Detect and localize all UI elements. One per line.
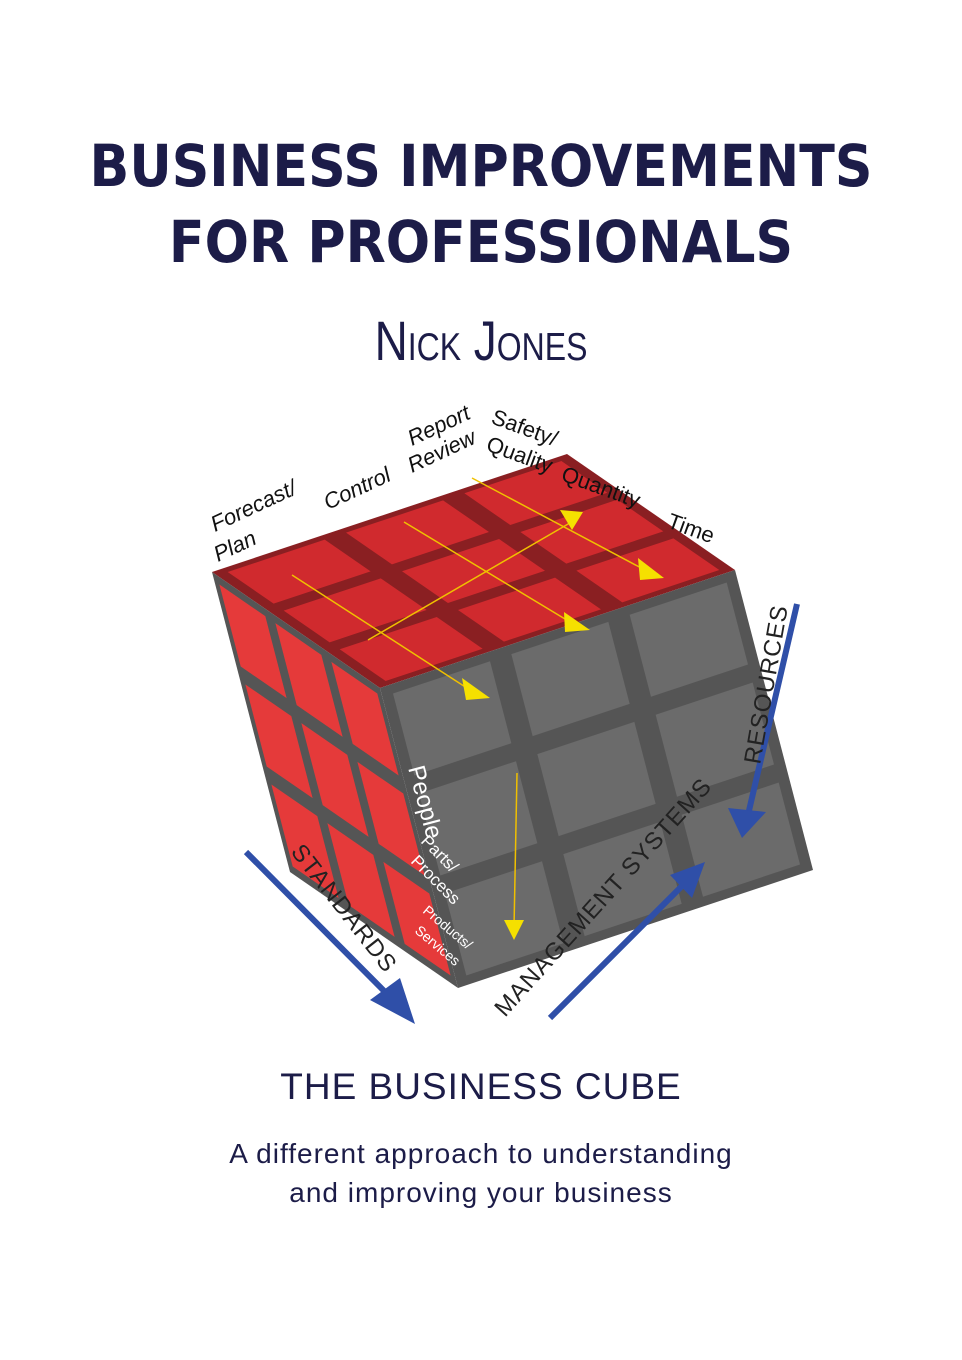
cubelet-top [402,539,545,603]
cubelet-top [339,617,483,681]
cubelet-side [563,821,682,937]
top-labels: Forecast/ Plan Control Report Review Saf… [207,400,718,567]
cubelet-top [458,577,601,642]
cubelet-side [681,782,801,897]
cubelet-side [392,661,512,776]
cubelet-top [464,461,608,525]
cubelet-top [283,578,427,643]
author: Nick Jones [374,309,588,372]
cubelet-top [346,500,489,565]
cubelet-front [383,861,451,976]
axis-arrows [243,603,800,1024]
cubelet-front [327,823,395,937]
cubelet-side [444,861,564,976]
cubelet-front [245,684,313,799]
subtitle: THE BUSINESS CUBE [280,1066,682,1107]
cubelet-top [520,499,664,564]
cubelet-front [219,584,287,699]
cubelet-side [655,682,775,797]
cubelet-side [418,761,538,876]
cubelet-front [331,661,399,776]
label-forecast: Forecast/ [207,474,302,536]
label-control: Control [320,461,396,514]
cubelet-top [227,539,371,604]
tagline-line-2: and improving your business [289,1177,673,1208]
cubelet-front [271,784,339,899]
cubelet-side [511,621,630,737]
cubelet-front [357,761,425,876]
cubelet-front [301,723,369,837]
tagline-line-1: A different approach to understanding [229,1138,733,1169]
title-line-2: FOR PROFESSIONALS [168,208,794,276]
cubelet-side [629,582,749,697]
cubelet-side [537,721,656,837]
yellow-arrows [291,477,664,940]
cubelet-front [275,623,343,737]
title-line-1: BUSINESS IMPROVEMENTS [89,132,873,200]
